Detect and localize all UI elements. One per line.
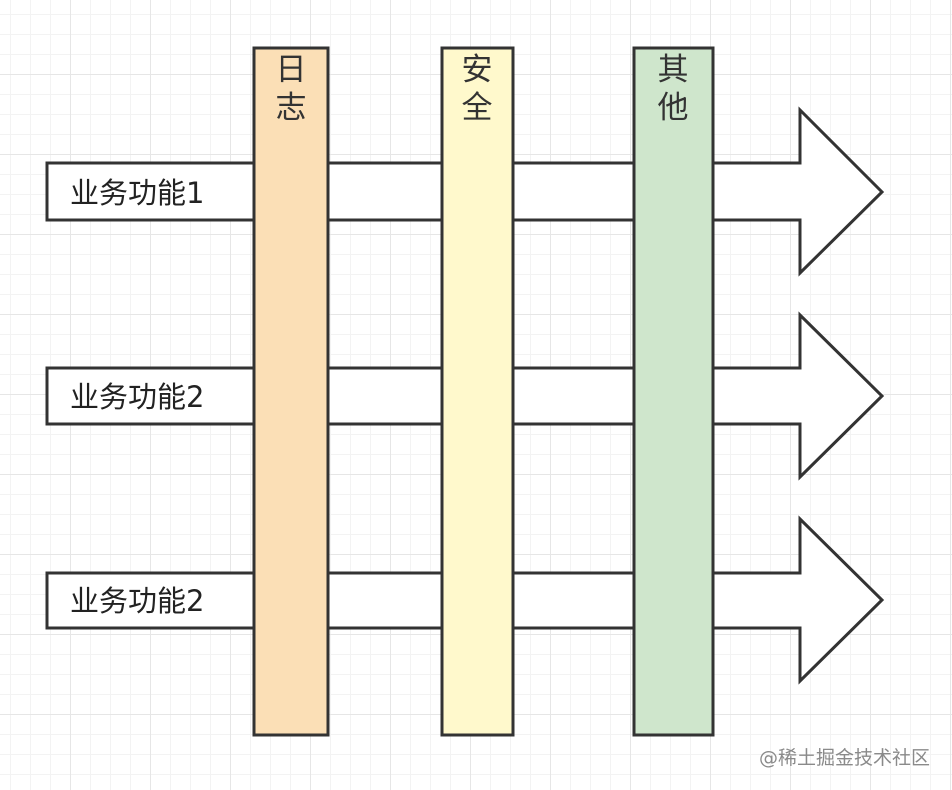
watermark: @稀土掘金技术社区 (759, 747, 930, 769)
flow-label-3: 业务功能2 (70, 584, 204, 618)
column-other: 其 他 (632, 46, 715, 737)
column-security-char-2: 全 (462, 90, 493, 126)
column-other-char-1: 其 (658, 52, 689, 88)
column-log-box (252, 46, 330, 737)
column-security-box (440, 46, 515, 737)
flow-label-2: 业务功能2 (70, 380, 204, 414)
column-security: 安 全 (440, 46, 515, 737)
column-log-char-2: 志 (276, 90, 307, 126)
column-log-char-1: 日 (276, 52, 307, 88)
column-other-char-2: 他 (658, 90, 689, 126)
flow-label-1: 业务功能1 (70, 176, 204, 210)
column-log: 日 志 (252, 46, 330, 737)
column-security-char-1: 安 (462, 52, 493, 88)
column-other-box (632, 46, 715, 737)
